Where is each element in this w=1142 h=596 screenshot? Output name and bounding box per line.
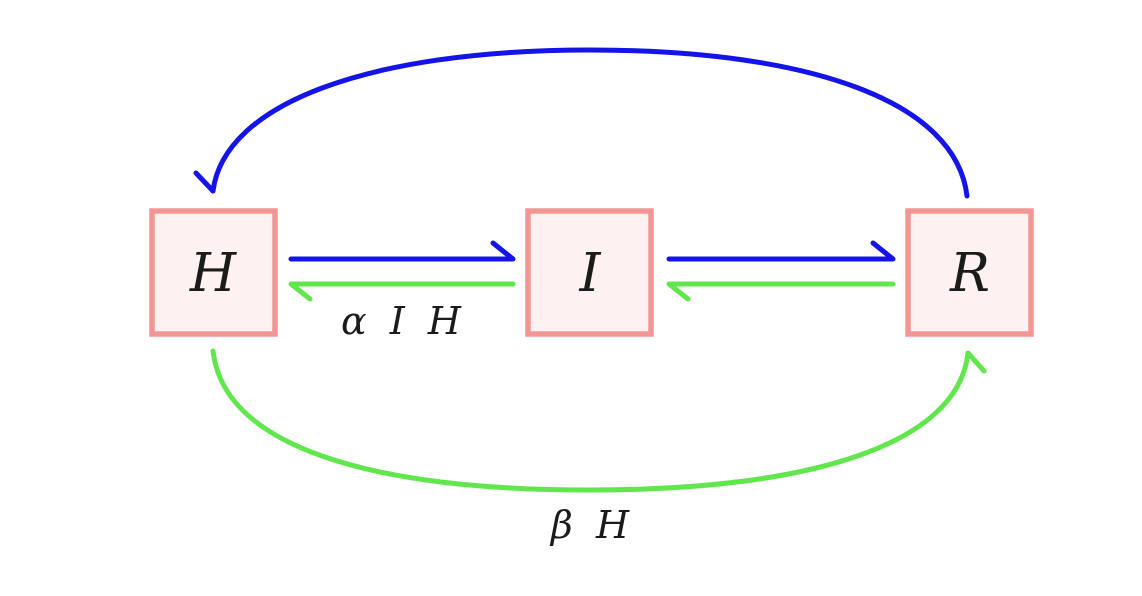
- node-R-box: [905, 208, 1034, 337]
- edge-I-to-R-arrow: [666, 240, 896, 262]
- node-H-label: H: [189, 243, 238, 304]
- edge-R-to-H-curve: [193, 47, 970, 199]
- node-H-box: [149, 208, 278, 337]
- edge-R-to-I-arrow: [666, 281, 896, 302]
- node-H: H: [149, 208, 278, 337]
- node-R: R: [905, 208, 1034, 337]
- edge-H-to-R-curve: [210, 348, 987, 493]
- edge-I-to-H-arrow: [288, 281, 516, 302]
- node-R-label: R: [949, 243, 990, 304]
- edge-label-beta-H: β H: [549, 503, 631, 547]
- edge-H-to-I-arrow: [288, 240, 516, 262]
- edge-label-alpha-I-H: α I H: [341, 299, 463, 343]
- node-I-label: I: [579, 243, 602, 304]
- node-I: I: [525, 208, 654, 337]
- node-I-box: [525, 208, 654, 337]
